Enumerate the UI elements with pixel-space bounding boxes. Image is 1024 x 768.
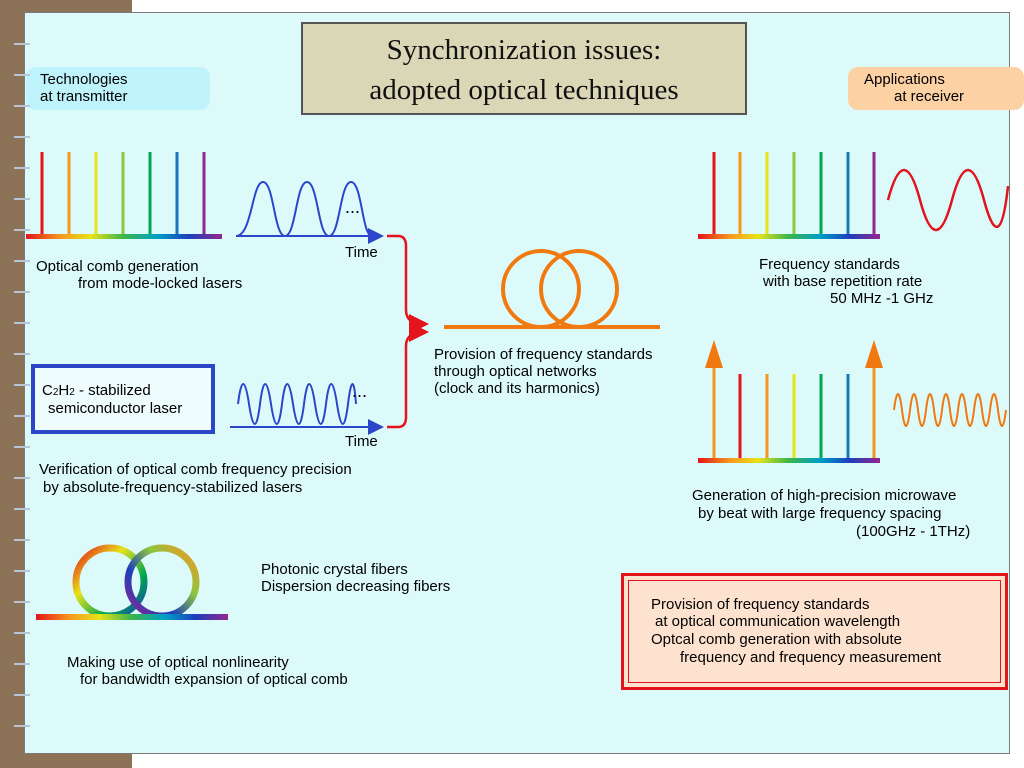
title-line-1: Synchronization issues: xyxy=(386,34,662,66)
verification-line-2: by absolute-frequency-stabilized lasers xyxy=(43,479,303,496)
slide-title: Synchronization issues: adopted optical … xyxy=(301,22,747,115)
laser-formula-sub-2: 2 xyxy=(69,387,75,398)
summary-line-3: Optcal comb generation with absolute xyxy=(651,631,902,648)
microwave-line-3: (100GHz - 1THz) xyxy=(856,523,971,540)
fibers-line-1: Photonic crystal fibers xyxy=(261,561,408,578)
freq-standards-line-3: 50 MHz -1 GHz xyxy=(830,290,934,307)
high-frequency-wave xyxy=(893,393,1007,427)
nonlinearity-line-1: Making use of optical nonlinearity xyxy=(67,654,289,671)
summary-line-1: Provision of frequency standards xyxy=(651,596,870,613)
wave-ellipsis: ... xyxy=(352,381,368,401)
nonlinearity-line-2: for bandwidth expansion of optical comb xyxy=(80,671,348,688)
laser-wave xyxy=(230,383,384,435)
fiber-network-rings xyxy=(444,249,660,329)
transmitter-tag-line-2: at transmitter xyxy=(40,88,128,105)
receiver-tag-line-1: Applications xyxy=(864,71,945,88)
network-line-1: Provision of frequency standards xyxy=(434,346,653,363)
freq-standards-line-1: Frequency standards xyxy=(759,256,900,273)
summary-box-inner-border xyxy=(628,580,1001,683)
transmitter-comb-spectrum xyxy=(26,152,222,239)
receiver-comb-middle xyxy=(698,366,880,463)
summary-line-4: frequency and frequency measurement xyxy=(680,649,941,666)
binding-rings xyxy=(14,43,30,727)
laser-formula-c: C xyxy=(42,382,53,399)
title-line-2: adopted optical techniques xyxy=(369,74,679,106)
summary-box: Provision of frequency standards at opti… xyxy=(621,573,1008,690)
stabilized-laser-box: C2H2 - stabilized semiconductor laser xyxy=(31,364,215,434)
fibers-line-2: Dispersion decreasing fibers xyxy=(261,578,451,595)
beat-arrow-right-icon xyxy=(865,340,883,368)
laser-box-line-1-rest: - stabilized xyxy=(74,382,151,399)
time-axis-label-2: Time xyxy=(345,433,378,450)
freq-standards-line-2: with base repetition rate xyxy=(763,273,923,290)
transmitter-tag: Technologies at transmitter xyxy=(26,67,210,110)
comb-caption-line-2: from mode-locked lasers xyxy=(78,275,243,292)
nonlinear-fiber-rings xyxy=(36,544,228,620)
receiver-tag-line-2: at receiver xyxy=(894,88,965,105)
laser-formula-sub-1: 2 xyxy=(52,387,59,398)
beat-arrow-left-icon xyxy=(705,340,723,368)
microwave-line-1: Generation of high-precision microwave xyxy=(692,487,957,504)
verification-line-1: Verification of optical comb frequency p… xyxy=(39,461,352,478)
summary-line-2: at optical communication wavelength xyxy=(655,613,901,630)
pulse-train xyxy=(235,180,384,244)
laser-box-line-2: semiconductor laser xyxy=(48,400,183,417)
pulse-ellipsis: ... xyxy=(345,197,361,217)
time-axis-label-1: Time xyxy=(345,244,378,261)
comb-caption-line-1: Optical comb generation xyxy=(36,258,199,275)
receiver-comb-top xyxy=(698,152,880,239)
red-connector-arrows xyxy=(387,234,429,429)
receiver-tag: Applications at receiver xyxy=(848,67,1024,110)
low-frequency-wave xyxy=(886,168,1010,232)
laser-formula-h: H xyxy=(58,382,70,399)
network-line-2: through optical networks xyxy=(434,363,597,380)
laser-box-line-1: C2H2 - stabilized xyxy=(42,382,151,402)
network-line-3: (clock and its harmonics) xyxy=(434,380,600,397)
microwave-line-2: by beat with large frequency spacing xyxy=(698,505,942,522)
transmitter-tag-line-1: Technologies xyxy=(40,71,128,88)
